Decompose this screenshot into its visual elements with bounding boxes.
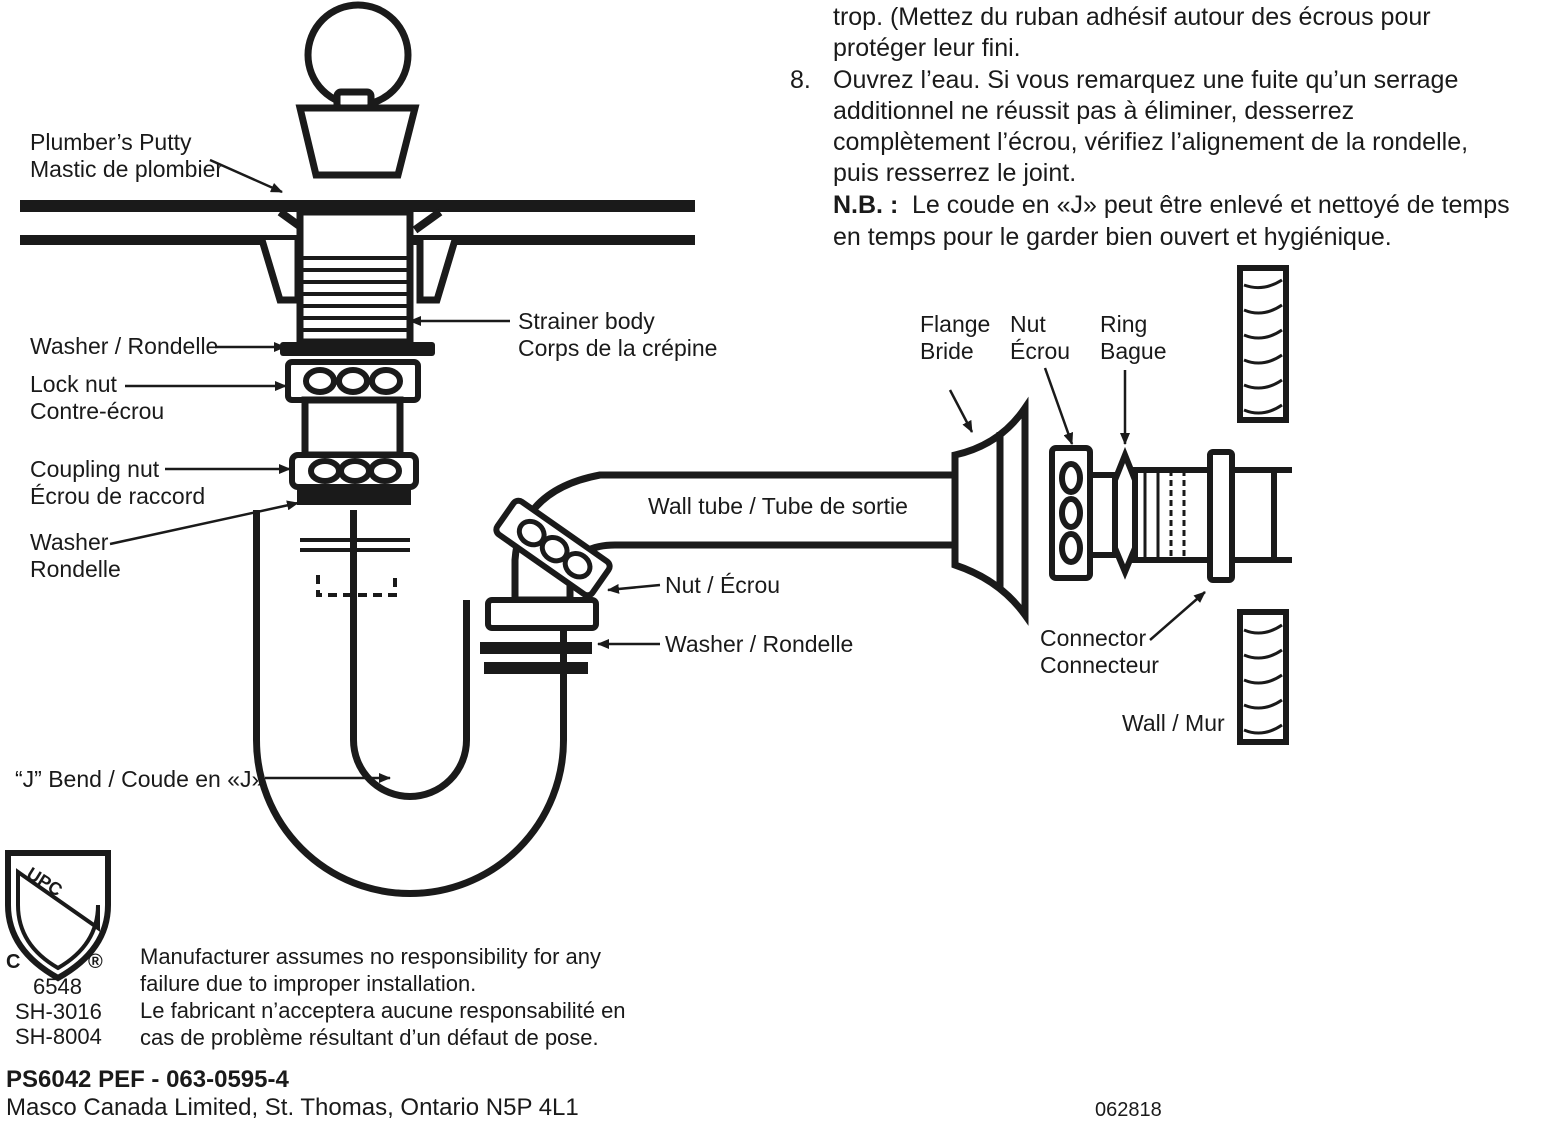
cert-code-1: 6548 [33, 974, 82, 999]
washer-top [280, 342, 435, 356]
cert-code-2: SH-3016 [15, 999, 102, 1024]
label-connector-en: Connector [1040, 625, 1146, 651]
label-nut-ecrou: Nut / Écrou [665, 572, 780, 598]
upc-logo-r: ® [88, 951, 103, 973]
label-plumbers-putty-fr: Mastic de plombier [30, 156, 223, 182]
step-line-3: complètement l’écrou, vérifiez l’alignem… [833, 128, 1469, 156]
disclaimer-en-1: Manufacturer assumes no responsibility f… [140, 944, 601, 969]
part-number: PS6042 PEF - 063-0595-4 [6, 1066, 289, 1093]
nb-line-1: Le coude en «J» peut être enlevé et nett… [912, 191, 1510, 219]
instruction-line-1: trop. (Mettez du ruban adhésif autour de… [833, 3, 1431, 31]
label-wall: Wall / Mur [1122, 710, 1225, 736]
j-bend [253, 510, 592, 897]
label-ring-fr: Bague [1100, 338, 1167, 364]
lock-nut [285, 359, 421, 403]
label-flange-fr: Bride [920, 338, 974, 364]
label-j-bend: “J” Bend / Coude en «J» [15, 766, 264, 792]
label-coupling-nut-en: Coupling nut [30, 456, 160, 482]
nb-line-2: en temps pour le garder bien ouvert et h… [833, 223, 1392, 251]
diagram-labels: Plumber’s Putty Mastic de plombier Washe… [15, 129, 1225, 792]
label-washer-rondelle: Washer / Rondelle [665, 631, 853, 657]
flange [951, 396, 1029, 626]
label-flange-en: Flange [920, 311, 990, 337]
label-strainer-en: Strainer body [518, 308, 655, 334]
disclaimer-fr-2: cas de problème résultant d’un défaut de… [140, 1025, 599, 1050]
label-connector-fr: Connecteur [1040, 652, 1159, 678]
label-lock-nut-en: Lock nut [30, 371, 118, 397]
company-address: Masco Canada Limited, St. Thomas, Ontari… [6, 1094, 579, 1121]
leader-lines [109, 158, 1206, 783]
step-number: 8. [790, 66, 811, 94]
instruction-line-2: protéger leur fini. [833, 34, 1021, 62]
upc-certification-logo: UPC C ® [5, 850, 111, 982]
tailpiece [301, 396, 404, 459]
strainer-body [296, 208, 414, 346]
coupling-nut [289, 452, 419, 505]
disclaimer-fr-1: Le fabricant n’acceptera aucune responsa… [140, 998, 626, 1023]
connector [1087, 449, 1292, 583]
label-washer-en: Washer [30, 529, 109, 555]
nb-label: N.B. : [833, 191, 899, 219]
label-lock-nut-fr: Contre-écrou [30, 398, 164, 424]
label-nut-fr: Écrou [1010, 338, 1070, 364]
step-line-4: puis resserrez le joint. [833, 159, 1077, 187]
disclaimer-en-2: failure due to improper installation. [140, 971, 477, 996]
step-line-1: Ouvrez l’eau. Si vous remarquez une fuit… [833, 66, 1459, 94]
step-line-2: additionnel ne réussit pas à éliminer, d… [833, 97, 1355, 125]
label-ring-en: Ring [1100, 311, 1147, 337]
stopper [295, 1, 420, 179]
upc-logo-c: C [6, 951, 20, 973]
cert-code-3: SH-8004 [15, 1024, 102, 1049]
label-wall-tube: Wall tube / Tube de sortie [648, 493, 908, 519]
label-washer-top: Washer / Rondelle [30, 333, 218, 359]
label-coupling-nut-fr: Écrou de raccord [30, 483, 205, 509]
wall [1237, 265, 1289, 745]
outlet-nut [1049, 445, 1093, 581]
label-nut-en: Nut [1010, 311, 1046, 337]
date-code: 062818 [1095, 1099, 1162, 1121]
label-strainer-fr: Corps de la crépine [518, 335, 717, 361]
label-plumbers-putty-en: Plumber’s Putty [30, 129, 192, 155]
label-washer-fr: Rondelle [30, 556, 121, 582]
wall-tube [485, 471, 959, 631]
